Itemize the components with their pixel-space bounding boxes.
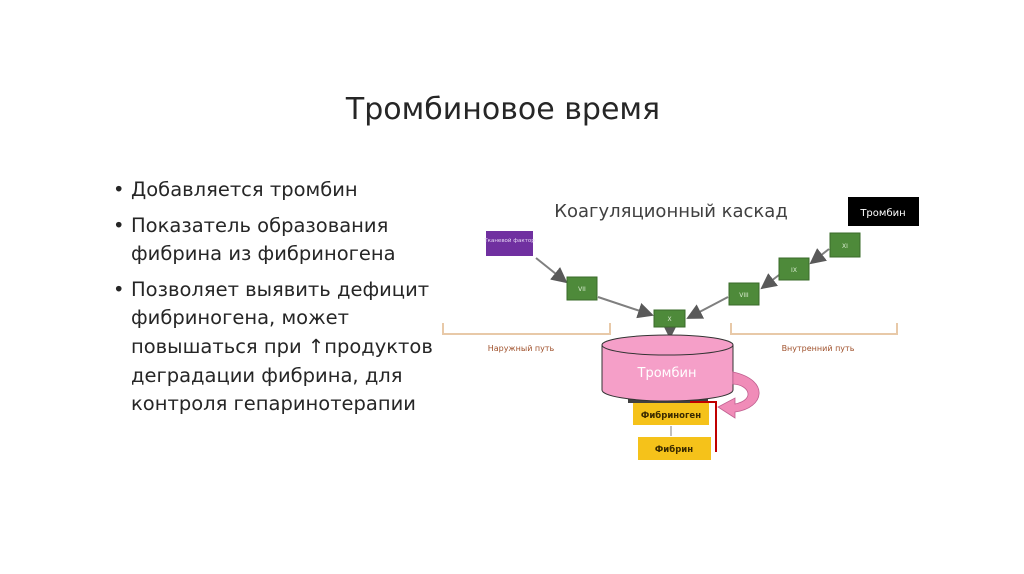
factor-x-box <box>653 309 686 328</box>
arrow <box>760 273 780 290</box>
fibrinogen-label: Фибриноген <box>641 410 701 421</box>
tissue-factor-label: Тканевой фактор <box>483 237 535 244</box>
thrombin-box <box>848 197 919 226</box>
factor-ix-label: IX <box>791 267 797 274</box>
factor-vii-box <box>566 276 598 301</box>
factor-ix-box <box>778 257 810 281</box>
factor-x-label: X <box>667 316 671 323</box>
factor-vii-label: VII <box>578 286 586 293</box>
thrombin-box-label: Тромбин <box>859 208 905 219</box>
thrombin-cylinder: Тромбин <box>601 334 734 403</box>
intrinsic-bracket <box>730 323 898 335</box>
arrow <box>597 296 654 319</box>
extrinsic-bracket <box>442 323 611 335</box>
factor-xi-label: XI <box>842 243 848 250</box>
extrinsic-path-label: Наружный путь <box>488 344 555 353</box>
arrow <box>809 248 830 265</box>
fibrin-label: Фибрин <box>655 444 693 455</box>
bullet-item: •Позволяет выявить дефицит фибриногена, … <box>113 277 433 416</box>
bullet-item: •Добавляется тромбин <box>113 178 358 201</box>
fibrinogen-box <box>633 403 709 425</box>
factor-viii-box <box>728 282 760 306</box>
arrow <box>535 257 568 284</box>
factor-xi-box <box>829 232 861 258</box>
bullet-item: •Показатель образования фибрина из фибри… <box>113 213 396 266</box>
intrinsic-path-label: Внутренний путь <box>782 344 855 353</box>
feedback-arrow-icon <box>717 371 760 419</box>
factor-viii-label: VIII <box>739 292 749 299</box>
slide-title: Тромбиновое время <box>345 92 661 127</box>
red-line <box>690 401 717 452</box>
bullet-list: •Добавляется тромбин •Показатель образов… <box>113 176 443 426</box>
tissue-factor-box <box>486 231 533 256</box>
thrombin-cylinder-label: Тромбин <box>637 366 697 381</box>
arrow <box>686 296 729 319</box>
diagram-title: Коагуляционный каскад <box>554 201 788 222</box>
fibrin-box <box>638 437 711 460</box>
factor-boxes: VII X VIII IX XI <box>566 232 861 328</box>
